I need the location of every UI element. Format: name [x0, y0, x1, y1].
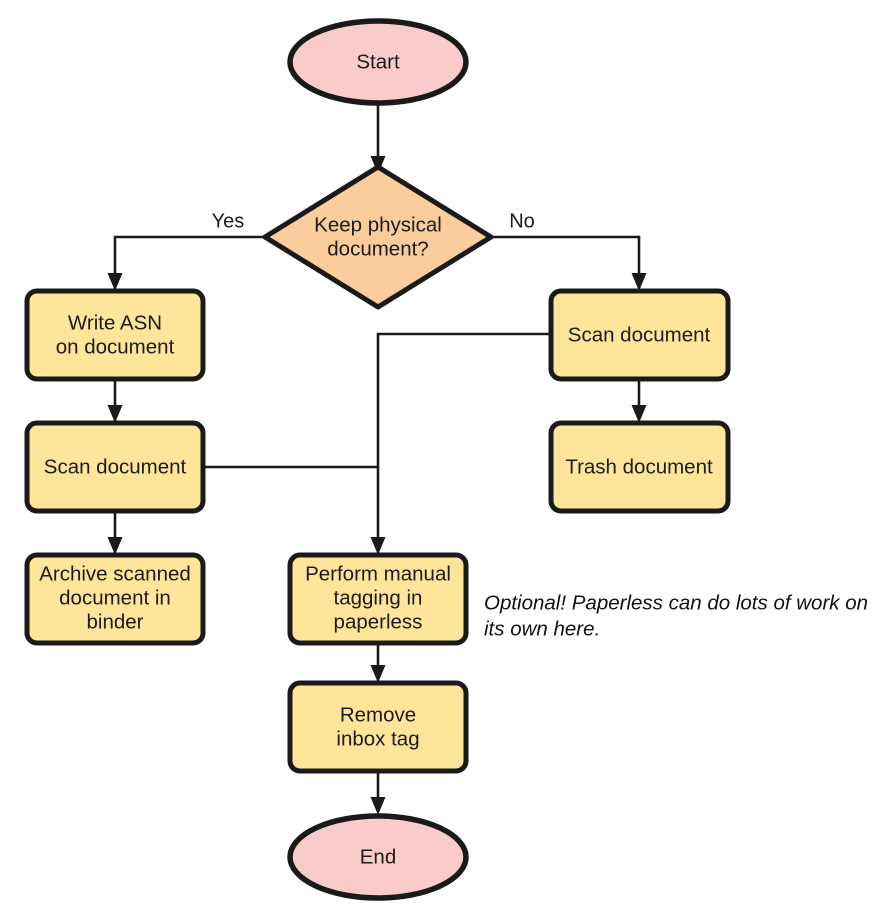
- edge-label-no: No: [509, 210, 535, 232]
- node-archive-label-line1: Archive scanned: [39, 562, 191, 585]
- edge-label-yes: Yes: [212, 210, 245, 232]
- node-remove-inbox-label-line2: inbox tag: [336, 727, 419, 750]
- node-trash-document-label: Trash document: [565, 455, 713, 478]
- arrow-head-icon: [107, 405, 123, 423]
- node-archive-label-line3: binder: [87, 610, 144, 633]
- edge-start-to-decision: [370, 103, 386, 174]
- edge-removeinbox-to-end: [370, 771, 386, 815]
- arrow-head-icon: [107, 537, 123, 555]
- arrow-head-icon: [370, 537, 386, 555]
- node-end[interactable]: End: [287, 813, 469, 901]
- edge-scanright-to-trash: [631, 379, 647, 423]
- edge-writeasn-to-scanleft: [107, 379, 123, 423]
- edge-scanleft-to-archive: [107, 511, 123, 555]
- note-optional-paperless: Optional! Paperless can do lots of work …: [484, 591, 868, 640]
- node-write-asn-label-line2: on document: [56, 335, 175, 358]
- node-remove-inbox-label-line1: Remove: [340, 703, 416, 726]
- node-manual-tagging-label-line1: Perform manual: [305, 562, 451, 585]
- node-archive-label-line2: document in: [59, 586, 171, 609]
- arrow-head-icon: [631, 273, 647, 291]
- node-remove-inbox-tag[interactable]: Remove inbox tag: [287, 680, 469, 774]
- arrow-head-icon: [107, 273, 123, 291]
- node-decision-label-line1: Keep physical: [314, 213, 442, 236]
- node-trash-document[interactable]: Trash document: [548, 420, 731, 514]
- arrow-head-icon: [370, 797, 386, 815]
- node-end-label: End: [360, 845, 396, 868]
- node-scan-document-left-label: Scan document: [44, 455, 187, 478]
- node-write-asn-on-document[interactable]: Write ASN on document: [24, 288, 206, 382]
- edge-scanright-to-manualtagging: [376, 332, 551, 543]
- edge-decision-yes: [107, 235, 265, 291]
- arrow-merge-into-manualtagging: [370, 537, 386, 555]
- node-start-label: Start: [356, 50, 400, 73]
- node-decision-label-line2: document?: [327, 237, 428, 260]
- arrow-head-icon: [370, 665, 386, 683]
- arrow-head-icon: [631, 405, 647, 423]
- node-scan-document-right-label: Scan document: [568, 323, 711, 346]
- node-perform-manual-tagging[interactable]: Perform manual tagging in paperless: [287, 552, 469, 646]
- node-decision-keep-physical-document[interactable]: Keep physical document?: [262, 164, 494, 310]
- node-archive-scanned-document-in-binder[interactable]: Archive scanned document in binder: [24, 552, 206, 646]
- note-optional-line2: its own here.: [484, 617, 600, 640]
- node-write-asn-label-line1: Write ASN: [68, 311, 162, 334]
- node-scan-document-right[interactable]: Scan document: [548, 288, 731, 382]
- edge-manualtagging-to-removeinbox: [370, 643, 386, 683]
- node-manual-tagging-label-line3: paperless: [334, 610, 423, 633]
- edge-decision-no: [491, 235, 647, 291]
- node-scan-document-left[interactable]: Scan document: [24, 420, 206, 514]
- note-optional-line1: Optional! Paperless can do lots of work …: [484, 591, 868, 614]
- node-start[interactable]: Start: [287, 18, 469, 106]
- node-manual-tagging-label-line2: tagging in: [334, 586, 423, 609]
